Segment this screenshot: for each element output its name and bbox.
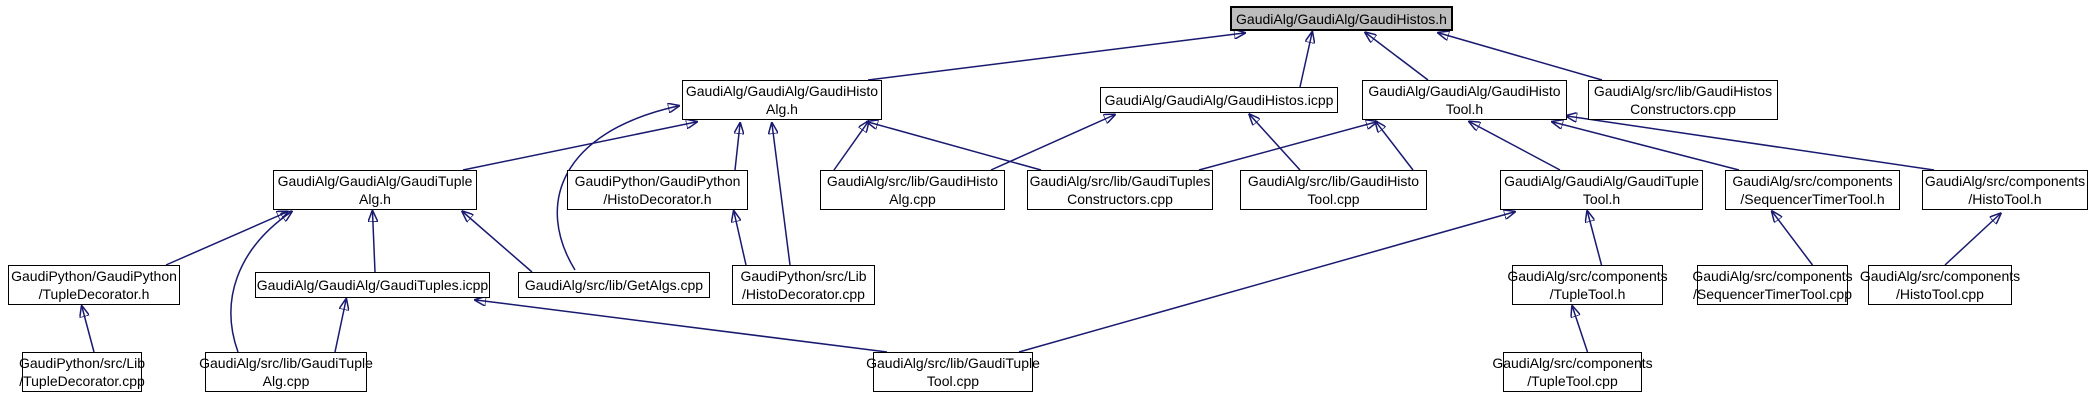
graph-node-histos_ctors[interactable]: GaudiAlg/src/lib/GaudiHistos Constructor…: [1588, 80, 1778, 120]
edge-py_histodec_cpp-to-py_histodec_h: [734, 212, 747, 266]
graph-node-seqtimer_h[interactable]: GaudiAlg/src/components /SequencerTimerT…: [1725, 170, 1900, 210]
graph-node-py_histodec_cpp[interactable]: GaudiPython/src/Lib /HistoDecorator.cpp: [732, 265, 875, 305]
graph-node-tuple_alg_h[interactable]: GaudiAlg/GaudiAlg/GaudiTuple Alg.h: [273, 170, 477, 210]
graph-node-getalgs_cpp[interactable]: GaudiAlg/src/lib/GetAlgs.cpp: [518, 272, 710, 298]
edge-histos_ctors-to-root: [1439, 33, 1603, 81]
edge-lines: [82, 33, 2000, 353]
edge-comp_histotool_h-to-histo_tool_h: [1567, 116, 1935, 171]
graph-node-comp_histotool_h[interactable]: GaudiAlg/src/components /HistoTool.h: [1922, 170, 2088, 210]
graph-node-tupletool_cpp[interactable]: GaudiAlg/src/lib/GaudiTuple Tool.cpp: [866, 352, 1040, 392]
graph-node-tuplealg_cpp[interactable]: GaudiAlg/src/lib/GaudiTuple Alg.cpp: [199, 352, 373, 392]
graph-node-py_histodec_h[interactable]: GaudiPython/GaudiPython /HistoDecorator.…: [567, 170, 748, 210]
edge-tuplealg_cpp-to-tuple_alg_h: [230, 212, 291, 353]
graph-node-hist_alg_h[interactable]: GaudiAlg/GaudiAlg/GaudiHisto Alg.h: [682, 80, 882, 120]
graph-node-histo_tool_cpp[interactable]: GaudiAlg/src/lib/GaudiHisto Tool.cpp: [1240, 170, 1427, 210]
edge-histo_tool_cpp-to-histos_icpp: [1250, 115, 1301, 171]
edge-tuple_alg_h-to-hist_alg_h: [462, 122, 696, 171]
graph-node-histos_icpp[interactable]: GaudiAlg/GaudiAlg/GaudiHistos.icpp: [1100, 87, 1338, 113]
edge-hist_alg_h-to-root: [867, 33, 1244, 81]
edge-histos_icpp-to-root: [1299, 33, 1312, 88]
edge-py_histodec_cpp-to-hist_alg_h: [772, 124, 791, 266]
graph-node-py_tupledec_h[interactable]: GaudiPython/GaudiPython /TupleDecorator.…: [8, 265, 180, 305]
graph-node-tuples_icpp[interactable]: GaudiAlg/GaudiAlg/GaudiTuples.icpp: [255, 272, 490, 298]
edge-histo_tool_h-to-root: [1366, 33, 1429, 81]
edge-comp_histotool_cpp-to-comp_histotool_h: [1944, 214, 2000, 266]
graph-node-comp_tupletool_h[interactable]: GaudiAlg/src/components /TupleTool.h: [1507, 265, 1668, 305]
edge-py_histodec_h-to-hist_alg_h: [735, 124, 740, 171]
edge-seqtimer_h-to-histo_tool_h: [1553, 122, 1740, 171]
edge-tupletool_cpp-to-tuples_icpp: [476, 300, 888, 353]
edge-py_tupledec_h-to-tuple_alg_h: [165, 212, 287, 266]
edge-tuples_ctors-to-histo_tool_h: [1198, 122, 1376, 171]
edge-tuple_tool_h-to-histo_tool_h: [1470, 122, 1561, 171]
graph-node-comp_tupletool_cpp[interactable]: GaudiAlg/src/components /TupleTool.cpp: [1492, 352, 1653, 392]
edge-comp_tupletool_h-to-tuple_tool_h: [1588, 212, 1603, 266]
edge-py_tupledec_cpp-to-py_tupledec_h: [82, 307, 95, 353]
graph-node-histo_alg_cpp[interactable]: GaudiAlg/src/lib/GaudiHisto Alg.cpp: [820, 170, 1005, 210]
graph-node-comp_histotool_cpp[interactable]: GaudiAlg/src/components /HistoTool.cpp: [1860, 265, 2020, 305]
edge-tuples_icpp-to-tuple_alg_h: [373, 212, 376, 273]
graph-node-tuple_tool_h[interactable]: GaudiAlg/GaudiAlg/GaudiTuple Tool.h: [1500, 170, 1703, 210]
edge-comp_tupletool_cpp-to-comp_tupletool_h: [1573, 307, 1589, 353]
edge-histo_tool_cpp-to-histo_tool_h: [1376, 122, 1414, 171]
edge-tuples_ctors-to-hist_alg_h: [868, 122, 1042, 171]
edge-histo_alg_cpp-to-hist_alg_h: [833, 122, 868, 171]
edge-seqtimer_cpp-to-seqtimer_h: [1773, 212, 1814, 266]
graph-node-root: GaudiAlg/GaudiAlg/GaudiHistos.h: [1230, 6, 1453, 31]
edge-getalgs_cpp-to-tuple_alg_h: [463, 212, 533, 273]
graph-node-tuples_ctors[interactable]: GaudiAlg/src/lib/GaudiTuples Constructor…: [1027, 170, 1213, 210]
edge-tuplealg_cpp-to-tuples_icpp: [334, 300, 346, 353]
edge-histo_alg_cpp-to-histos_icpp: [990, 115, 1114, 171]
graph-node-py_tupledec_cpp[interactable]: GaudiPython/src/Lib /TupleDecorator.cpp: [19, 352, 145, 392]
graph-node-histo_tool_h[interactable]: GaudiAlg/GaudiAlg/GaudiHisto Tool.h: [1362, 80, 1567, 120]
graph-node-seqtimer_cpp[interactable]: GaudiAlg/src/components /SequencerTimerT…: [1692, 265, 1853, 305]
edge-tupletool_cpp-to-tuple_tool_h: [1018, 212, 1514, 353]
